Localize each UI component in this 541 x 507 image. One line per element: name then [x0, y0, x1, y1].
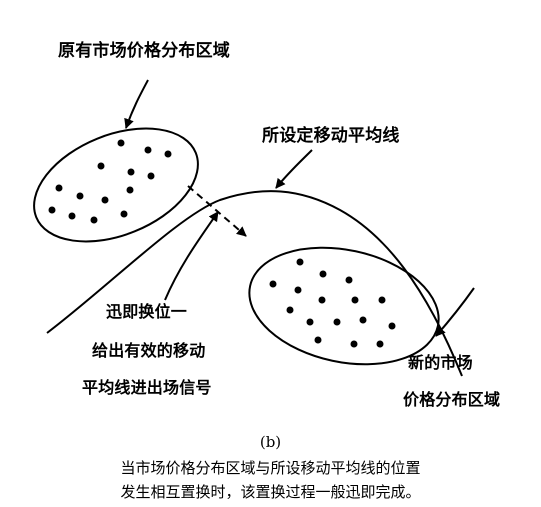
caption-line1: 当市场价格分布区域与所设移动平均线的位置 — [120, 459, 421, 477]
moving-average-label: 所设定移动平均线 — [262, 126, 400, 146]
moving-average-arrow — [275, 149, 313, 189]
signal-label-line3: 平均线进出场信号 — [82, 378, 212, 397]
signal-label-line2: 给出有效的移动 — [92, 341, 206, 360]
old-distribution-ellipse — [33, 127, 199, 243]
new-distribution-dots — [269, 258, 396, 348]
new-area-label-line2: 价格分布区域 — [403, 390, 501, 409]
signal-arrow — [164, 211, 219, 301]
caption-line2: 发生相互置换时，该置换过程一般迅即完成。 — [120, 483, 421, 501]
old-distribution-dots — [48, 139, 172, 224]
moving-average-curve — [46, 190, 463, 377]
new-area-arrow — [435, 287, 475, 337]
new-area-label-line1: 新的市场 — [408, 353, 473, 372]
figure-label: (b) — [259, 433, 282, 451]
transition-dashed-arrow — [187, 185, 247, 237]
signal-label-line1: 迅即换位一 — [106, 302, 188, 321]
old-area-label: 原有市场价格分布区域 — [58, 41, 230, 61]
old-area-arrow — [124, 79, 149, 129]
